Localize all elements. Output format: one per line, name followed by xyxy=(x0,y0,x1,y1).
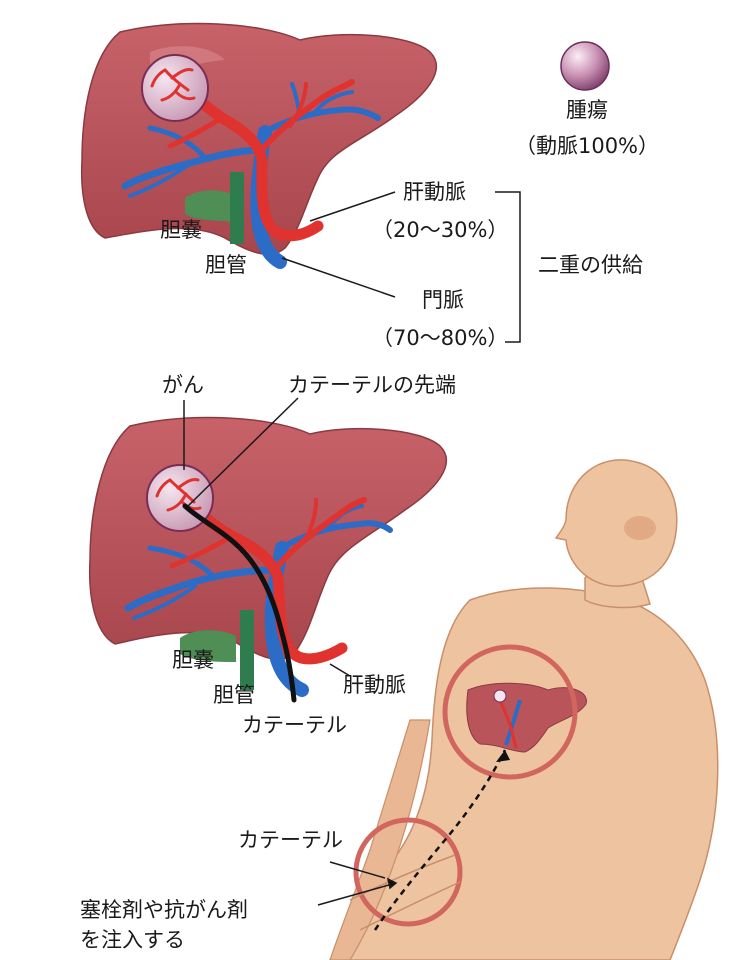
body-catheter-label: カテーテル xyxy=(238,828,343,852)
top-portal-vein-supply: （70〜80%） xyxy=(372,326,509,350)
patient-head xyxy=(554,459,678,587)
bottom-catheter-line xyxy=(182,503,297,703)
patient-mini-liver xyxy=(466,682,587,753)
tumor-legend-icon xyxy=(560,41,610,91)
bottom-catheter-label: カテーテル xyxy=(242,713,347,737)
bottom-hepatic-artery-label: 肝動脈 xyxy=(343,673,406,697)
bottom-bile-duct xyxy=(240,610,254,690)
body-catheter-path xyxy=(373,749,507,931)
tumor-legend-label: 腫瘍 xyxy=(566,98,608,122)
top-gallbladder-label: 胆嚢 xyxy=(160,218,202,242)
bottom-gallbladder-label: 胆嚢 xyxy=(172,648,214,672)
bottom-portal-vein xyxy=(124,504,393,697)
patient-arm xyxy=(329,719,431,960)
top-hepatic-artery xyxy=(167,79,355,242)
cancer-label: がん xyxy=(162,373,204,397)
bottom-liver-illustration xyxy=(88,416,447,703)
tumor-supply-label: （動脈100%） xyxy=(514,134,660,158)
bottom-leader-lines xyxy=(183,397,351,677)
top-portal-vein-label: 門脈 xyxy=(422,288,464,312)
catheter-tip-label: カテーテルの先端 xyxy=(288,373,456,397)
top-hepatic-artery-label: 肝動脈 xyxy=(403,180,466,204)
catheter-arrowhead xyxy=(496,750,510,762)
dual-supply-label: 二重の供給 xyxy=(538,253,643,277)
top-liver-illustration xyxy=(80,22,437,269)
inject-label-line2: を注入する xyxy=(80,928,185,952)
top-bile-duct xyxy=(230,172,244,244)
patient-ear-shading xyxy=(624,516,656,540)
top-gallbladder xyxy=(185,190,236,222)
top-leader-lines xyxy=(281,191,521,343)
groin-highlight-circle xyxy=(353,817,463,927)
top-bile-duct-label: 胆管 xyxy=(205,253,247,277)
bottom-gallbladder xyxy=(180,630,236,662)
abdomen-highlight-circle xyxy=(442,644,578,780)
patient-body-illustration xyxy=(329,459,719,960)
top-tumor xyxy=(141,54,209,122)
body-leader-lines xyxy=(317,861,398,906)
inject-label-line1: 塞栓剤や抗がん剤 xyxy=(80,898,248,922)
top-hepatic-artery-supply: （20〜30%） xyxy=(372,218,509,242)
bottom-bile-duct-label: 胆管 xyxy=(213,683,255,707)
